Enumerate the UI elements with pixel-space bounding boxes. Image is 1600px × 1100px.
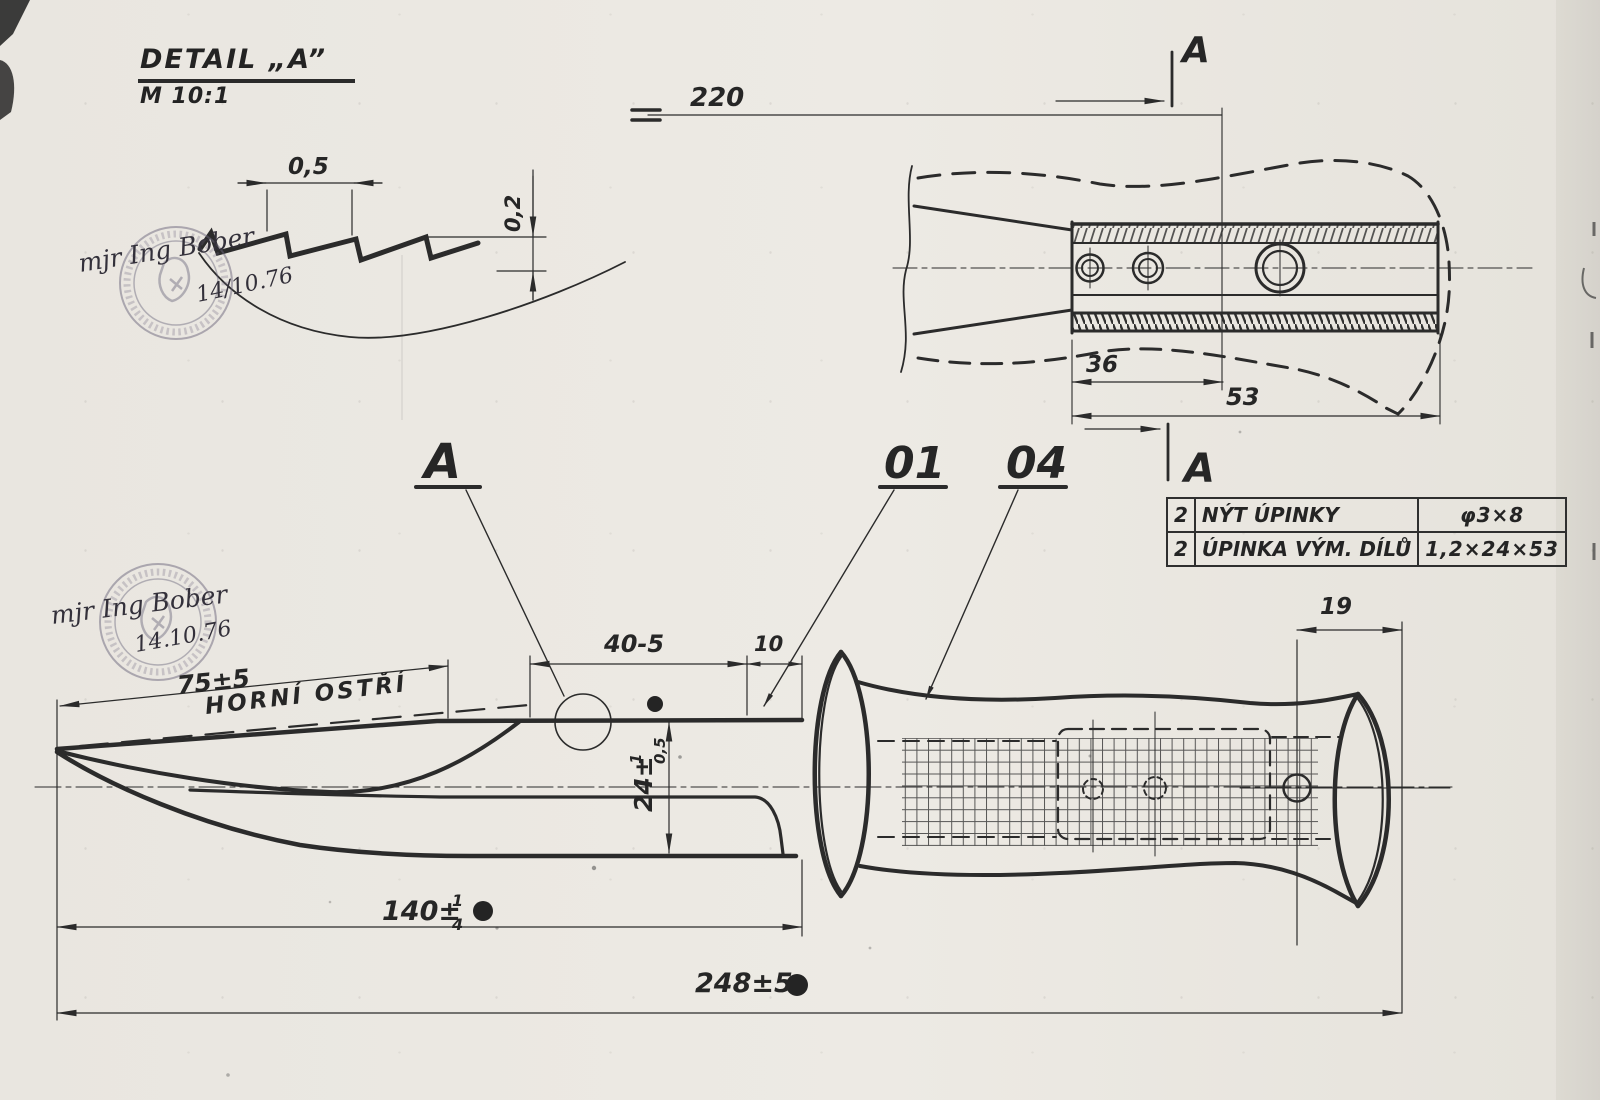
guard-outline <box>812 649 871 899</box>
rivet-holes-top-view <box>1075 239 1306 297</box>
side-view-dimensions <box>56 621 1403 1021</box>
dim-pitch-label: 0,5 <box>288 154 329 180</box>
dim-24-group: 24± 1 0,5 <box>627 737 669 812</box>
svg-text:24±: 24± <box>629 756 658 812</box>
dim-140-group: 140± 1 4 <box>382 891 463 934</box>
detail-view-scale: M 10:1 <box>140 84 231 109</box>
dim-220-label: 220 <box>690 83 744 113</box>
part-name: NÝT ÚPINKY <box>1193 497 1420 533</box>
table-row: 2 ÚPINKA VÝM. DÍLŮ 1,2×24×53 <box>1166 531 1567 567</box>
dim-40-label: 40-5 <box>603 630 664 658</box>
ink-blob-3 <box>786 974 808 996</box>
signature-date-bottom: 14.10.76 <box>133 616 234 658</box>
dim-depth-label: 0,2 <box>501 195 525 232</box>
signature-date-top: 14/10.76 <box>194 263 295 308</box>
part-name: ÚPINKA VÝM. DÍLŮ <box>1193 531 1420 567</box>
grip-checkering <box>902 738 1318 846</box>
dim-36-label: 36 <box>1086 352 1118 378</box>
dim-19-label: 19 <box>1320 594 1352 620</box>
part-size: 1,2×24×53 <box>1417 531 1567 567</box>
dim-10-label: 10 <box>754 632 783 656</box>
part-qty: 2 <box>1166 531 1196 567</box>
svg-text:4: 4 <box>451 915 463 934</box>
section-plane-markers <box>1055 50 1174 482</box>
svg-text:1: 1 <box>627 754 645 764</box>
detail-boundary-arc <box>198 252 626 339</box>
ink-blob-2 <box>473 901 493 921</box>
callout-01-label: 01 <box>884 438 945 489</box>
blade-outline <box>54 702 805 859</box>
callout-04-label: 04 <box>1006 438 1067 489</box>
svg-text:1: 1 <box>452 891 463 910</box>
dim-248-label: 248±5 <box>695 968 793 999</box>
detail-a-view <box>197 169 626 339</box>
detail-view-title: DETAIL „A” <box>138 44 356 83</box>
approval-stamp-top <box>119 226 233 340</box>
callout-leaders <box>414 485 1068 707</box>
ink-blob-1 <box>647 696 663 712</box>
hidden-plate-side-view <box>877 727 1343 841</box>
detail-marker-label: A <box>420 434 461 490</box>
handle-outline <box>856 680 1360 906</box>
svg-text:0,5: 0,5 <box>651 737 669 764</box>
section-label-top: A <box>1179 30 1210 71</box>
top-view <box>630 50 1533 482</box>
part-size: φ3×8 <box>1417 497 1567 533</box>
detail-a-circle <box>554 693 612 751</box>
svg-text:140±: 140± <box>382 896 461 927</box>
side-view <box>34 485 1453 1021</box>
pommel-outline <box>1332 691 1391 909</box>
parts-table: 2 NÝT ÚPINKY φ3×8 2 ÚPINKA VÝM. DÍLŮ 1,2… <box>1166 497 1567 567</box>
section-label-bottom: A <box>1181 446 1215 492</box>
table-row: 2 NÝT ÚPINKY φ3×8 <box>1166 497 1567 533</box>
clip-plate <box>1070 220 1440 335</box>
dim-53-label: 53 <box>1226 383 1259 411</box>
part-qty: 2 <box>1166 497 1196 533</box>
